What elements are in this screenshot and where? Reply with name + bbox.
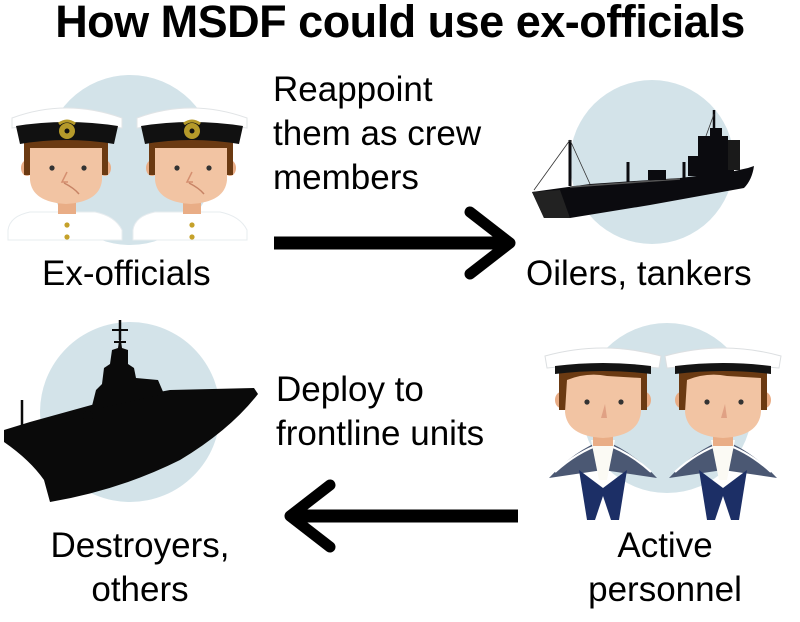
sailor-figure-1 — [544, 347, 662, 520]
node-label-destroyers-line2: others — [91, 570, 189, 609]
warship-icon — [4, 320, 258, 502]
arrow-right-icon — [274, 206, 516, 280]
edge-label-reappoint-line3: members — [273, 158, 419, 197]
node-label-active-line1: Active — [617, 526, 713, 565]
tanker-ship-icon — [532, 80, 754, 244]
edge-label-reappoint-line2: them as crew — [273, 114, 482, 153]
sailor-figure-2 — [664, 347, 782, 520]
diagram-title: How MSDF could use ex-officials — [55, 0, 745, 47]
edge-label-reappoint-line1: Reappoint — [273, 70, 433, 109]
node-label-active-line2: personnel — [588, 570, 742, 609]
officer-figure-1 — [7, 107, 123, 241]
sailor-pair-icon — [544, 323, 782, 520]
node-label-oilers-tankers: Oilers, tankers — [526, 254, 752, 293]
edge-label-deploy-line2: frontline units — [276, 414, 485, 453]
node-label-destroyers-line1: Destroyers, — [50, 526, 230, 565]
officer-figure-2 — [132, 107, 248, 241]
edge-label-deploy-line1: Deploy to — [276, 370, 424, 409]
node-label-ex-officials: Ex-officials — [42, 254, 211, 293]
arrow-left-icon — [284, 479, 518, 553]
officer-pair-icon — [7, 75, 248, 245]
